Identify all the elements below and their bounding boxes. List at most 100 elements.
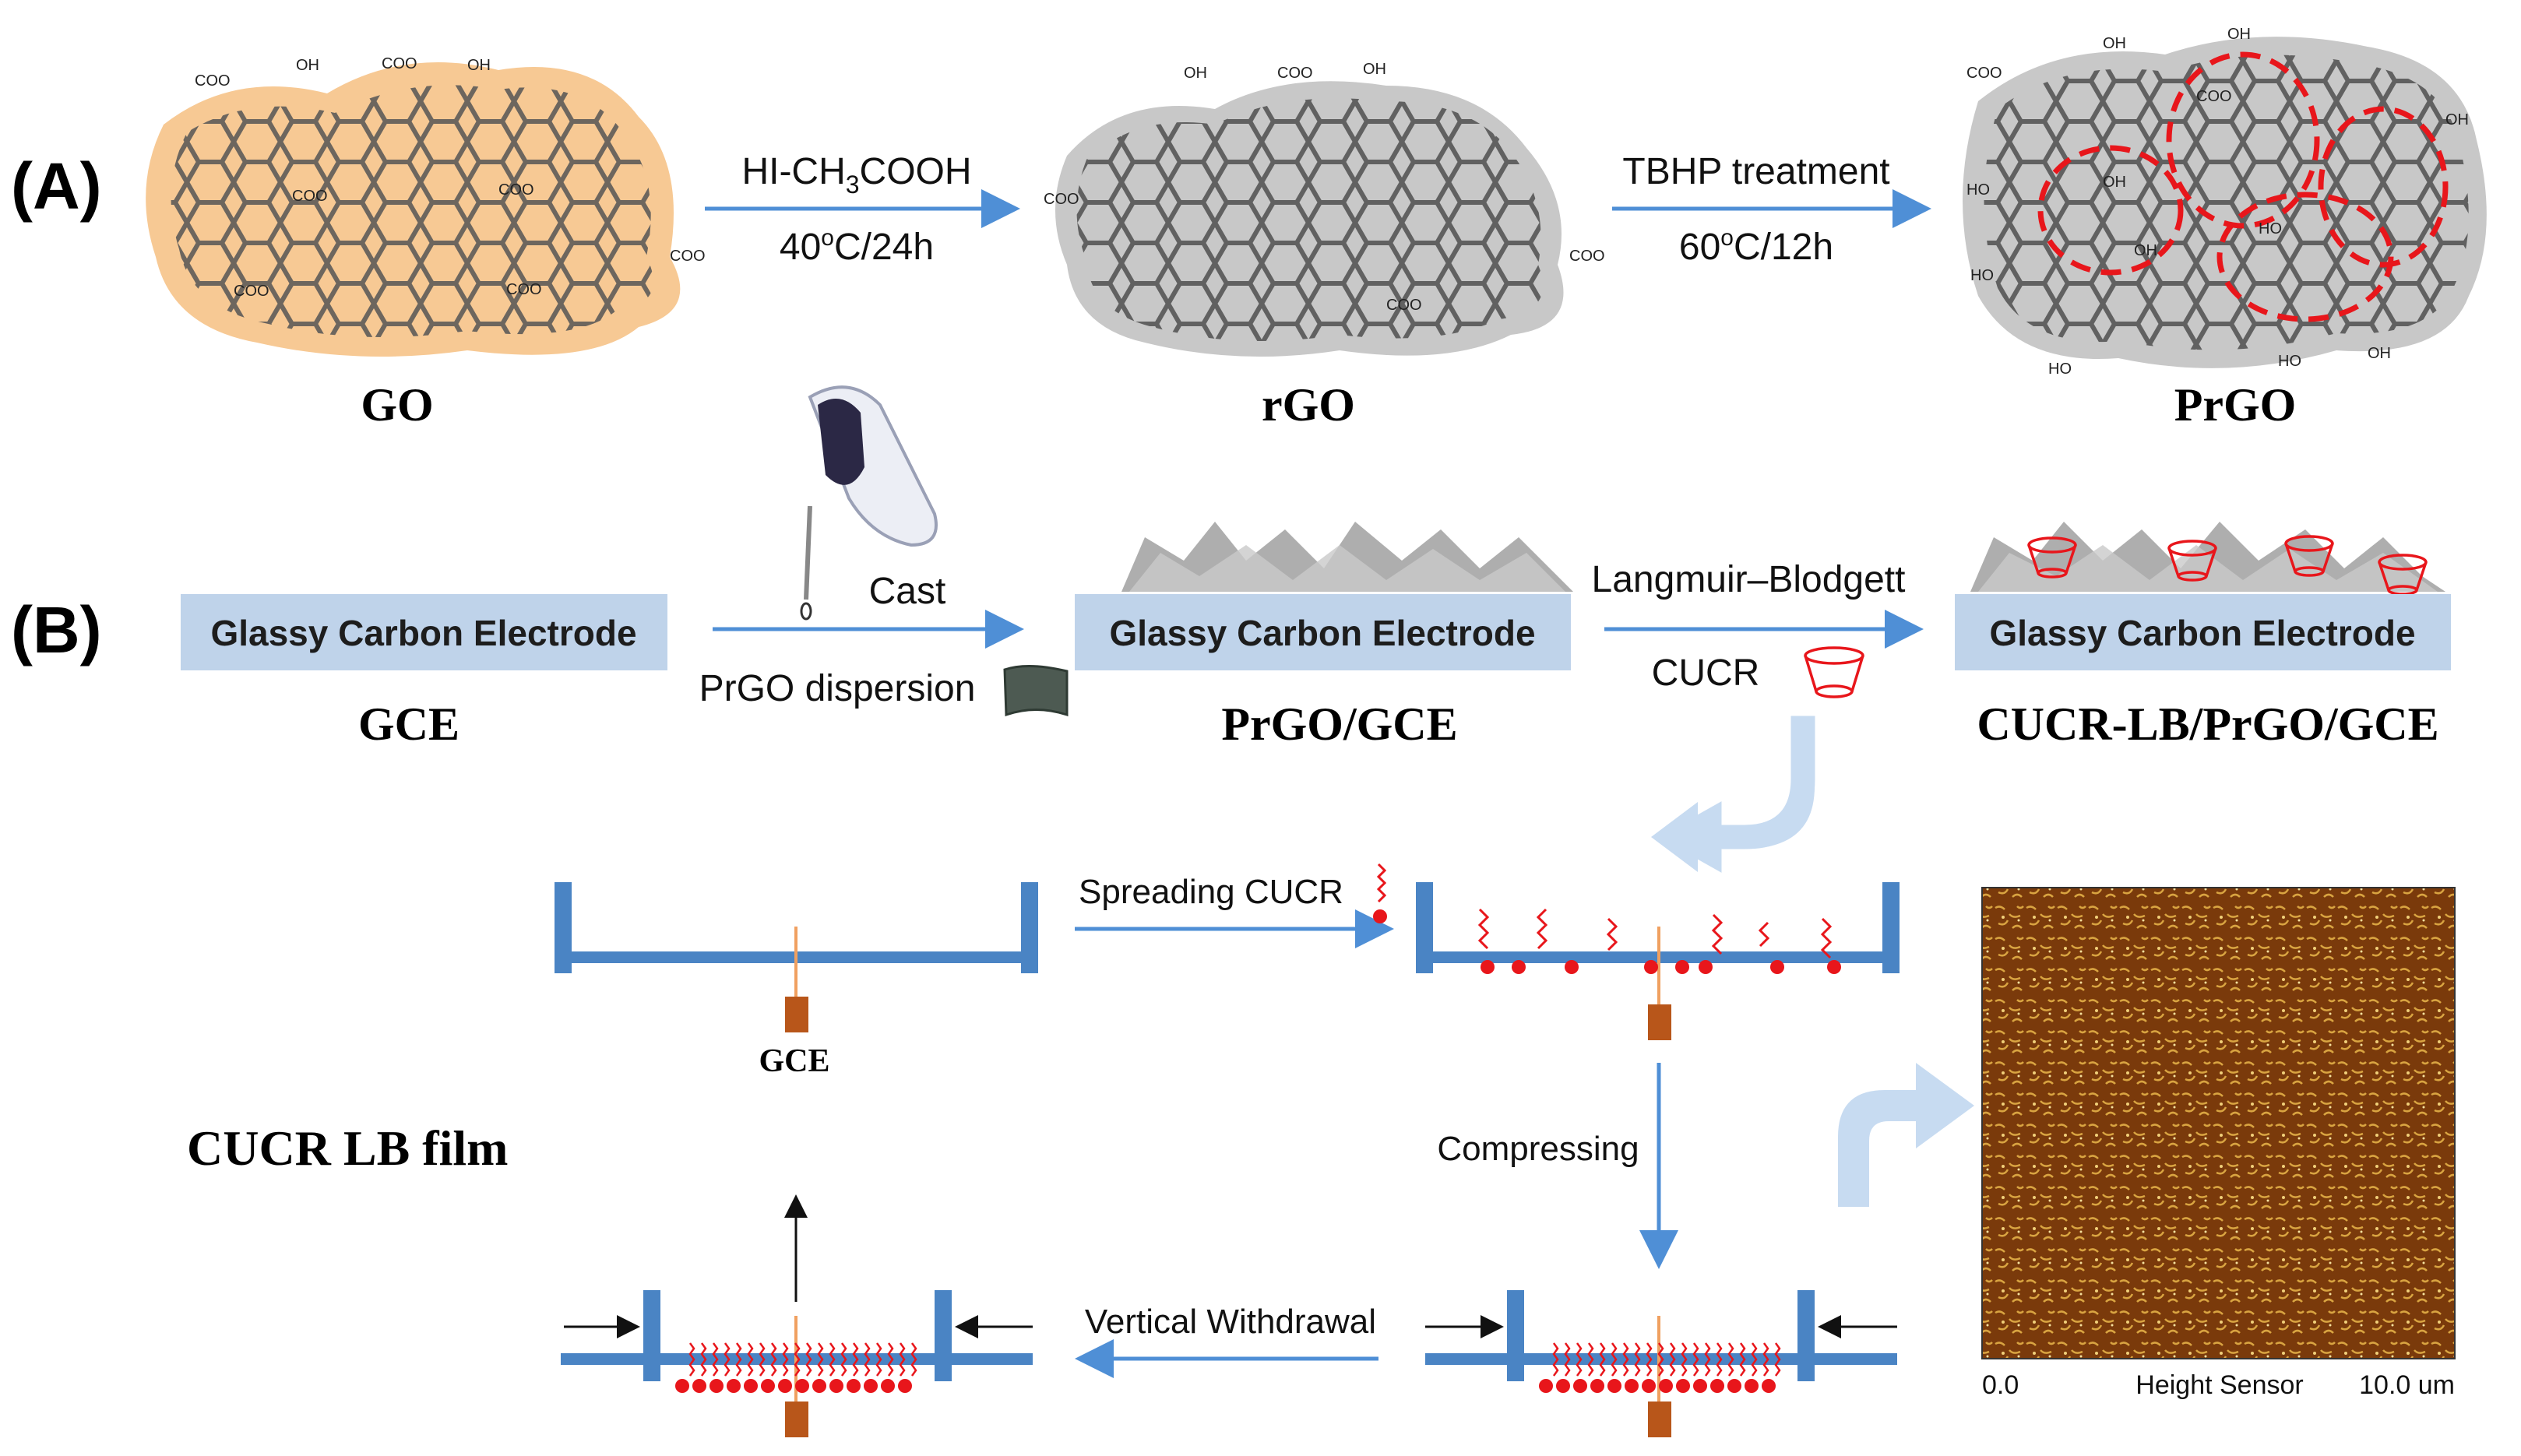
rgo-coo-4: COO — [1386, 297, 1422, 314]
amphiphile-head — [864, 1379, 878, 1393]
amphiphile-icon — [1373, 863, 1387, 923]
curved-arrow-down-shape — [1651, 716, 1815, 872]
amphiphile-head — [829, 1379, 843, 1393]
amphiphile-tail — [759, 1342, 766, 1377]
amphiphile-tail — [782, 1342, 789, 1377]
prgo-coo-1: COO — [1966, 65, 2002, 82]
rgo-oh-2: OH — [1363, 61, 1386, 78]
trough-withdrawal — [561, 1194, 1033, 1437]
amphiphile-tail — [770, 1342, 777, 1377]
amphiphile-tail — [1657, 1342, 1664, 1377]
trough-compressed — [1425, 1290, 1897, 1437]
amphiphile-head — [1710, 1379, 1724, 1393]
amphiphile-tail — [1716, 1342, 1723, 1377]
prgo-oh-2: OH — [2227, 26, 2251, 43]
curved-arrow-right — [1838, 1063, 1974, 1207]
gce-label: GCE — [358, 698, 459, 750]
amphiphile-tail — [1599, 1342, 1606, 1377]
step1-top-label: HI-CH3COOH — [741, 151, 971, 199]
prgo-oh-3: OH — [2445, 111, 2469, 128]
amphiphile-tail — [1681, 1342, 1688, 1377]
amphiphile-head — [795, 1379, 809, 1393]
go-coo-3: COO — [292, 188, 328, 205]
amphiphile-tail — [899, 1342, 906, 1377]
afm-scale-right: 10.0 um — [2359, 1370, 2455, 1400]
amphiphile-tail — [1669, 1342, 1676, 1377]
go-coo-4: COO — [498, 181, 534, 199]
lb-label: Langmuir–Blodgett — [1592, 559, 1906, 600]
amphiphile-head — [1762, 1379, 1776, 1393]
amphiphile-tail — [1762, 1342, 1769, 1377]
prgo-ho-5: HO — [2278, 353, 2301, 370]
amphiphile-head — [881, 1379, 895, 1393]
amphiphile-head — [1556, 1379, 1570, 1393]
prgo-film-top — [1121, 522, 1573, 592]
rgo-label: rGO — [1262, 379, 1355, 431]
step1-bottom-label: 40oC/24h — [780, 225, 934, 268]
amphiphile-head — [744, 1379, 758, 1393]
prgo-ho-2: HO — [1970, 267, 1994, 284]
amphiphile-tail — [1587, 1342, 1594, 1377]
trough-gce-label: GCE — [759, 1043, 829, 1079]
spreading-label: Spreading CUCR — [1079, 873, 1343, 911]
amphiphile-tail — [735, 1342, 742, 1377]
gce-electrode — [181, 594, 667, 670]
prgo-oh-6: OH — [2368, 345, 2391, 362]
lb-film-title: CUCR LB film — [187, 1120, 508, 1176]
go-coo-2: COO — [382, 55, 417, 72]
amphiphile-head — [1590, 1379, 1604, 1393]
rgo-coo-3: COO — [1569, 248, 1605, 265]
withdrawal-label: Vertical Withdrawal — [1085, 1303, 1376, 1341]
final-electrode-name: CUCR-LB/PrGO/GCE — [1977, 698, 2438, 750]
amphiphile-tail — [805, 1342, 812, 1377]
amphiphile-tail — [724, 1342, 731, 1377]
cast-label: Cast — [869, 571, 946, 612]
step2-bottom-label: 60oC/12h — [1679, 225, 1833, 268]
trough-spread — [1416, 882, 1900, 1040]
amphiphile-head — [692, 1379, 706, 1393]
amphiphile-tail — [875, 1342, 882, 1377]
amphiphile-tail — [840, 1342, 847, 1377]
amphiphile-head — [1607, 1379, 1621, 1393]
prgo-oh-1: OH — [2103, 35, 2126, 52]
prgo-ho-4: HO — [2259, 220, 2282, 237]
final-cucr-cups — [2027, 535, 2428, 596]
prgo-dispersion-label: PrGO dispersion — [699, 668, 976, 709]
amphiphile-head — [812, 1379, 826, 1393]
amphiphile-tail — [1704, 1342, 1711, 1377]
prgo-sheet: COO COO OH OH OH OH OH OH HO HO HO HO HO — [1963, 26, 2487, 378]
amphiphile-head — [727, 1379, 741, 1393]
amphiphile-tail — [1564, 1342, 1571, 1377]
amphiphile-tail — [817, 1342, 824, 1377]
rgo-sheet: COO COO COO COO OH OH — [1044, 61, 1605, 357]
amphiphile-tail — [1622, 1342, 1629, 1377]
amphiphile-head — [1727, 1379, 1741, 1393]
amphiphile-tail — [1739, 1342, 1746, 1377]
amphiphile-head — [1642, 1379, 1656, 1393]
amphiphile-head — [778, 1379, 792, 1393]
amphiphile-head — [898, 1379, 912, 1393]
cucr-label: CUCR — [1652, 652, 1760, 694]
rgo-oh-1: OH — [1184, 65, 1207, 82]
panel-label-a: (A) — [11, 149, 102, 223]
final-film-top — [1970, 522, 2445, 592]
amphiphile-head — [1676, 1379, 1690, 1393]
amphiphile-head — [675, 1379, 689, 1393]
amphiphile-tail — [1727, 1342, 1734, 1377]
amphiphile-tail — [794, 1342, 801, 1377]
pipette-icon — [800, 385, 938, 621]
go-coo-6: COO — [506, 281, 542, 298]
afm-scale-left: 0.0 — [1982, 1370, 2019, 1400]
amphiphile-tail — [887, 1342, 894, 1377]
amphiphile-head — [1659, 1379, 1673, 1393]
prgo-oh-5: OH — [2134, 242, 2157, 259]
amphiphile-tail — [1646, 1342, 1653, 1377]
prgo-gce-label: PrGO/GCE — [1221, 698, 1457, 750]
amphiphile-tail — [1774, 1342, 1781, 1377]
amphiphile-tail — [829, 1342, 836, 1377]
compressing-label: Compressing — [1437, 1130, 1639, 1168]
amphiphile-head — [1573, 1379, 1587, 1393]
amphiphile-tail — [864, 1342, 871, 1377]
amphiphile-head — [1745, 1379, 1759, 1393]
